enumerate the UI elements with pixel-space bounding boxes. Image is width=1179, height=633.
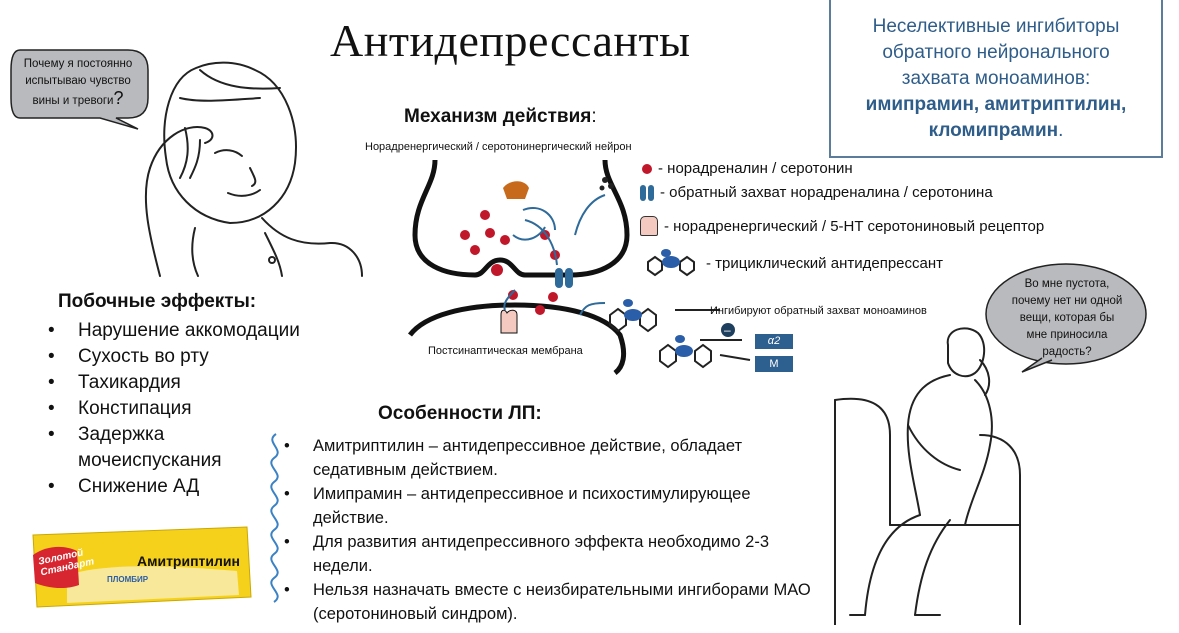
- package-sub: ПЛОМБИР: [107, 575, 149, 584]
- right-bubble-line-2: почему нет ни одной: [1011, 295, 1123, 307]
- left-bubble-line-1: Почему я постоянно: [23, 58, 133, 70]
- list-item: Амитриптилин – антидепрессивное действие…: [282, 434, 822, 482]
- worried-person-illustration: [144, 61, 363, 277]
- info-drugs-2: кломипрамин: [928, 120, 1059, 141]
- legend-text-neurotransmitter: - норадреналин / серотонин: [658, 160, 853, 177]
- sad-sitting-person-illustration: [834, 327, 1021, 625]
- side-effects-list: Нарушение аккомодации Сухость во рту Тах…: [46, 318, 346, 500]
- right-bubble-line-3: вещи, которая бы: [1019, 312, 1115, 324]
- mechanism-title-colon: :: [591, 106, 597, 127]
- minus-sign: –: [724, 323, 731, 337]
- list-item: Нарушение аккомодации: [46, 318, 346, 344]
- legend-item-transporter: - обратный захват норадреналина / серото…: [640, 184, 993, 201]
- list-item: Для развития антидепрессивного эффекта н…: [282, 530, 822, 578]
- right-speech-bubble: [985, 263, 1147, 373]
- legend-text-receptor: - норадренергический / 5-HT серотониновы…: [664, 217, 1045, 235]
- left-bubble-line-3: вины и тревоги: [32, 95, 114, 107]
- info-box: Неселективные ингибиторы обратного нейро…: [829, 0, 1163, 158]
- legend-item-tricyclic: - трициклический антидепрессант: [642, 248, 943, 278]
- receptor-legend-icon: [640, 216, 658, 236]
- left-bubble-text: Почему я постоянно испытываю чувство вин…: [12, 56, 144, 110]
- legend-text-tricyclic: - трициклический антидепрессант: [706, 254, 944, 272]
- legend-text-transporter: - обратный захват норадреналина / серото…: [660, 184, 993, 201]
- list-item: Снижение АД: [46, 474, 346, 500]
- list-item: Сухость во рту: [46, 344, 346, 370]
- neuron-label: Норадренергический / серотонинергический…: [365, 141, 632, 153]
- wavy-divider: [270, 433, 279, 603]
- ice-cream-package: Золотой Стандарт Амитриптилин ПЛОМБИР: [27, 525, 253, 609]
- synapse-diagram: [408, 159, 630, 375]
- list-item: Тахикардия: [46, 370, 346, 396]
- right-bubble-text: Во мне пустота, почему нет ни одной вещи…: [1002, 276, 1132, 361]
- package-shape: [32, 526, 252, 608]
- legend-item-receptor: - норадренергический / 5-HT серотониновы…: [640, 216, 1044, 236]
- neurotransmitter-dots: [460, 210, 560, 315]
- list-item: Задержка мочеиспускания: [46, 422, 248, 474]
- list-item: Имипрамин – антидепрессивное и психостим…: [282, 482, 822, 530]
- list-item: Нельзя назначать вместе с неизбирательны…: [282, 578, 822, 626]
- transporter-icon: [555, 268, 573, 288]
- left-bubble-line-2: испытываю чувство: [25, 75, 131, 87]
- mechanism-title: Механизм действия:: [404, 106, 597, 128]
- page-title: Антидепрессанты: [330, 15, 691, 66]
- left-bubble-mark: ?: [113, 88, 124, 108]
- tricyclic-molecules: –: [609, 299, 751, 369]
- features-title: Особенности ЛП:: [378, 403, 542, 424]
- package-label: Амитриптилин: [137, 553, 240, 569]
- legend-item-neurotransmitter: - норадреналин / серотонин: [640, 160, 853, 177]
- m-receptor-box: M: [755, 356, 793, 372]
- right-bubble-line-1: Во мне пустота,: [1024, 278, 1110, 290]
- info-drugs-end: .: [1058, 120, 1064, 141]
- left-speech-bubble: [10, 49, 149, 130]
- info-drugs-1: имипрамин, амитриптилин,: [865, 94, 1127, 115]
- right-bubble-line-5: радость?: [1042, 346, 1092, 358]
- info-line-3: захвата моноаминов:: [901, 68, 1091, 89]
- right-bubble-line-4: мне приносила: [1026, 329, 1108, 341]
- mao-enzyme-icon: [503, 181, 529, 199]
- receptor-icon: [500, 309, 518, 334]
- list-item: Констипация: [46, 396, 346, 422]
- mechanism-title-text: Механизм действия: [404, 106, 592, 127]
- alpha2-receptor-box: α2: [755, 334, 793, 349]
- info-line-1: Неселективные ингибиторы: [872, 16, 1120, 37]
- features-list: Амитриптилин – антидепрессивное действие…: [282, 434, 822, 626]
- red-dot-icon: [642, 163, 652, 174]
- postsynaptic-label: Постсинаптическая мембрана: [428, 345, 583, 357]
- tricyclic-icon: [647, 249, 695, 277]
- inhibit-label: Ингибируют обратный захват моноаминов: [710, 305, 927, 317]
- reuptake-transporter-icon: [640, 184, 654, 201]
- info-line-2: обратного нейронального: [882, 42, 1110, 63]
- side-effects-title: Побочные эффекты:: [58, 291, 257, 312]
